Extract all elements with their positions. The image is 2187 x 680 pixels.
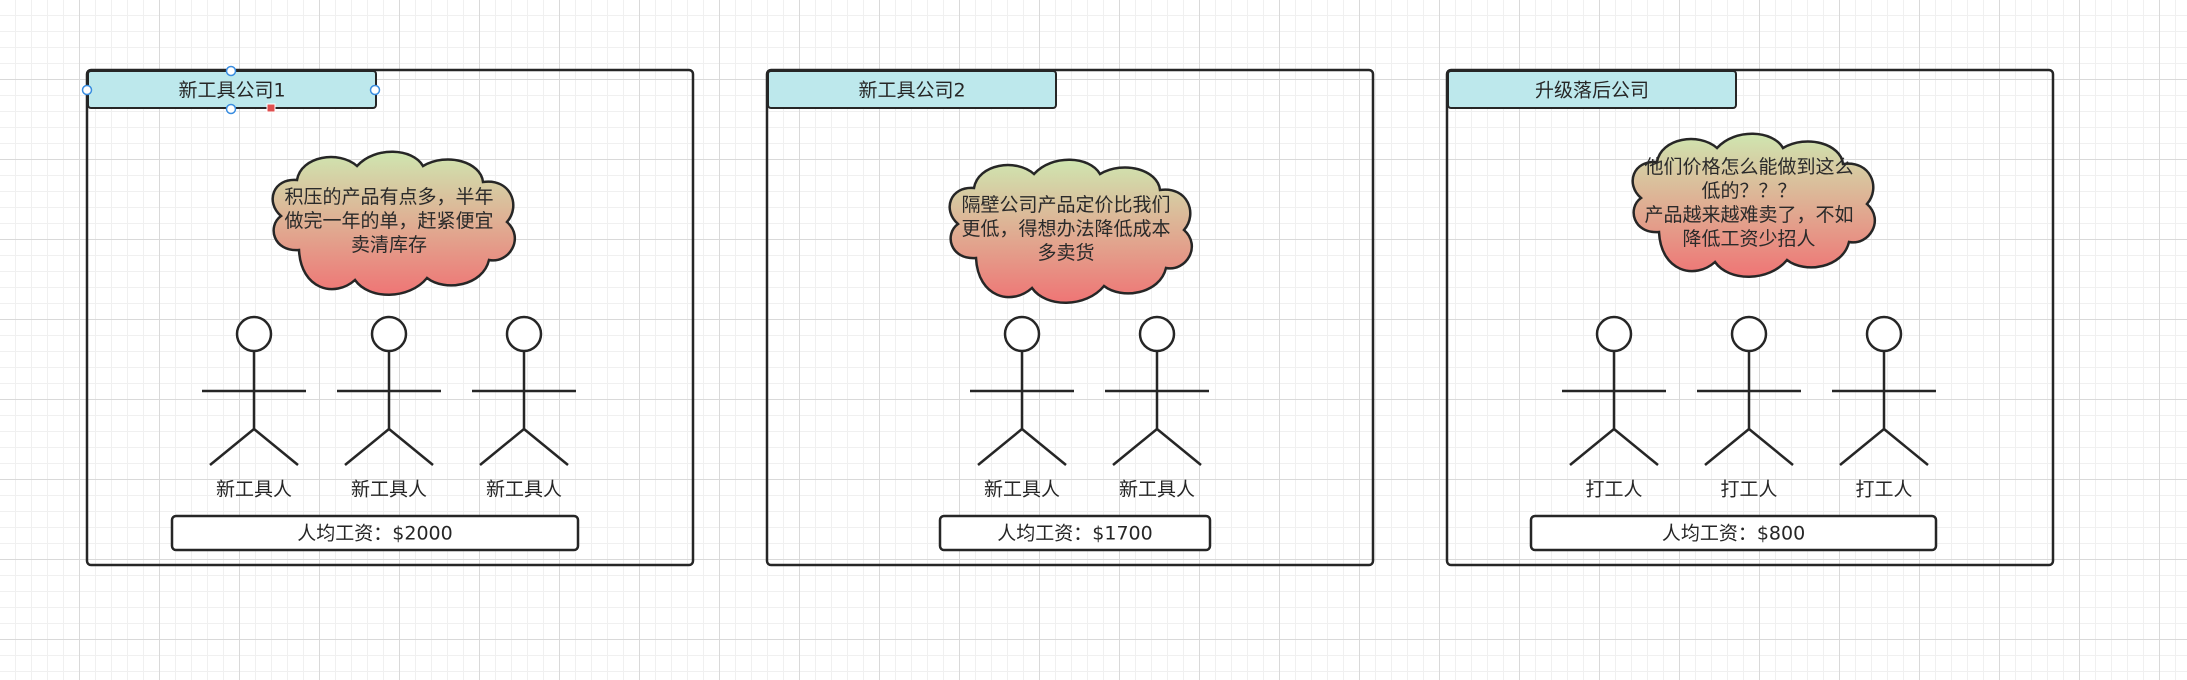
tab-background[interactable] <box>1447 70 1737 109</box>
person-label: 新工具人 <box>1119 479 1195 501</box>
person-left-leg[interactable] <box>344 428 390 466</box>
person-label: 新工具人 <box>486 479 562 501</box>
person-right-leg[interactable] <box>1156 428 1202 466</box>
person-right-leg[interactable] <box>1021 428 1067 466</box>
person-figure[interactable]: 新工具人 <box>202 315 306 501</box>
salary-text: 人均工资：$2000 <box>297 523 452 545</box>
person-figure[interactable]: 新工具人 <box>337 315 441 501</box>
person-head[interactable] <box>1003 315 1041 353</box>
salary-text: 人均工资：$1700 <box>997 523 1152 545</box>
person-head[interactable] <box>1730 315 1768 353</box>
panel-title: 新工具公司1 <box>178 80 285 102</box>
person-figure[interactable]: 打工人 <box>1832 315 1936 501</box>
cloud-shape[interactable] <box>271 150 517 296</box>
rotation-handle[interactable] <box>266 103 276 113</box>
panel-frame[interactable] <box>1445 68 2055 567</box>
panel-title-tab[interactable]: 新工具公司1 <box>87 70 377 109</box>
cloud-text-box: 积压的产品有点多，半年做完一年的单，赶紧便宜卖清库存 <box>284 186 494 256</box>
person-label: 新工具人 <box>984 479 1060 501</box>
tab-background[interactable] <box>767 70 1057 109</box>
thought-cloud[interactable]: 他们价格怎么能做到这么低的？？？ 产品越来越难卖了，不如降低工资少招人 <box>1631 132 1877 278</box>
person-figure[interactable]: 新工具人 <box>1105 315 1209 501</box>
panel-title: 新工具公司2 <box>858 80 965 102</box>
person-label: 打工人 <box>1585 479 1642 501</box>
person-label: 新工具人 <box>351 479 427 501</box>
person-figure[interactable]: 新工具人 <box>970 315 1074 501</box>
panel-title-tab[interactable]: 新工具公司2 <box>767 70 1057 109</box>
cloud-shape[interactable] <box>948 158 1194 304</box>
resize-handle[interactable] <box>369 84 381 96</box>
person-left-leg[interactable] <box>1112 428 1158 466</box>
resize-handle[interactable] <box>225 65 237 77</box>
person-right-leg[interactable] <box>523 428 569 466</box>
salary-box[interactable]: 人均工资：$800 <box>1529 514 1938 552</box>
panel-title: 升级落后公司 <box>1535 80 1649 102</box>
cloud-text-box: 隔壁公司产品定价比我们更低，得想办法降低成本多卖货 <box>961 194 1171 264</box>
person-head[interactable] <box>505 315 543 353</box>
person-label: 新工具人 <box>216 479 292 501</box>
resize-handle[interactable] <box>225 103 237 115</box>
person-right-leg[interactable] <box>1883 428 1929 466</box>
thought-cloud[interactable]: 积压的产品有点多，半年做完一年的单，赶紧便宜卖清库存 <box>271 150 517 296</box>
person-label: 打工人 <box>1855 479 1912 501</box>
thought-text: 隔壁公司产品定价比我们更低，得想办法降低成本多卖货 <box>961 194 1171 264</box>
salary-box[interactable]: 人均工资：$1700 <box>938 514 1212 552</box>
thought-text: 积压的产品有点多，半年做完一年的单，赶紧便宜卖清库存 <box>284 186 494 256</box>
person-head[interactable] <box>235 315 273 353</box>
salary-box-frame[interactable] <box>1529 514 1938 552</box>
person-left-leg[interactable] <box>977 428 1023 466</box>
person-left-leg[interactable] <box>1839 428 1885 466</box>
salary-box[interactable]: 人均工资：$2000 <box>170 514 580 552</box>
person-right-leg[interactable] <box>1613 428 1659 466</box>
panel-title-tab[interactable]: 升级落后公司 <box>1447 70 1737 109</box>
person-right-leg[interactable] <box>253 428 299 466</box>
cloud-text-box: 他们价格怎么能做到这么低的？？？ 产品越来越难卖了，不如降低工资少招人 <box>1644 156 1854 250</box>
person-left-leg[interactable] <box>479 428 525 466</box>
person-right-leg[interactable] <box>1748 428 1794 466</box>
person-figure[interactable]: 打工人 <box>1697 315 1801 501</box>
person-left-leg[interactable] <box>1569 428 1615 466</box>
panel-frame[interactable] <box>765 68 1375 567</box>
salary-box-frame[interactable] <box>938 514 1212 552</box>
salary-text: 人均工资：$800 <box>1662 523 1805 545</box>
selection-handles[interactable] <box>81 65 381 115</box>
person-figure[interactable]: 新工具人 <box>472 315 576 501</box>
person-right-leg[interactable] <box>388 428 434 466</box>
person-left-leg[interactable] <box>1704 428 1750 466</box>
person-head[interactable] <box>370 315 408 353</box>
person-head[interactable] <box>1138 315 1176 353</box>
person-left-leg[interactable] <box>209 428 255 466</box>
person-figure[interactable]: 打工人 <box>1562 315 1666 501</box>
salary-box-frame[interactable] <box>170 514 580 552</box>
cloud-shape[interactable] <box>1631 132 1877 278</box>
person-label: 打工人 <box>1720 479 1777 501</box>
panel-frame[interactable] <box>85 68 695 567</box>
person-head[interactable] <box>1595 315 1633 353</box>
resize-handle[interactable] <box>81 84 93 96</box>
person-head[interactable] <box>1865 315 1903 353</box>
thought-text: 他们价格怎么能做到这么低的？？？ 产品越来越难卖了，不如降低工资少招人 <box>1644 156 1854 250</box>
thought-cloud[interactable]: 隔壁公司产品定价比我们更低，得想办法降低成本多卖货 <box>948 158 1194 304</box>
